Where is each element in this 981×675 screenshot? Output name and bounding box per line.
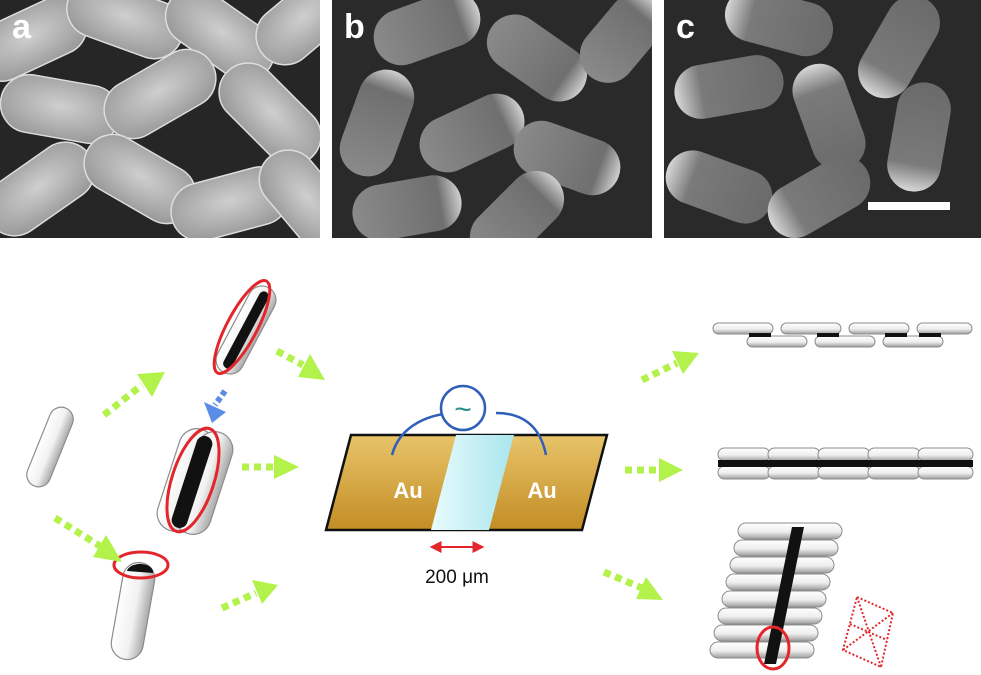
blue-arrow bbox=[204, 389, 228, 423]
highlight-ellipse bbox=[165, 426, 221, 534]
green-arrows bbox=[53, 347, 699, 612]
electrode-label-right: Au bbox=[527, 478, 556, 503]
highlight-ellipse bbox=[112, 550, 170, 580]
panel-label-c: c bbox=[676, 8, 695, 46]
bare-nanorod bbox=[26, 406, 74, 488]
ladder-stack-assembly bbox=[709, 522, 895, 671]
gap-width-label: 200 μm bbox=[425, 567, 489, 588]
assembly-schematic: ~ Au Au 200 μm bbox=[26, 279, 974, 671]
circuit-wire-right bbox=[495, 411, 548, 456]
highlight-ellipse bbox=[212, 279, 272, 375]
panel-label-b: b bbox=[344, 8, 365, 46]
stripe-coated-nanorod-top bbox=[212, 279, 277, 375]
ac-symbol: ~ bbox=[454, 393, 472, 426]
lattice-outline bbox=[841, 595, 895, 669]
panel-label-a: a bbox=[12, 8, 31, 46]
sem-image-b bbox=[332, 0, 652, 238]
ac-source bbox=[439, 384, 487, 432]
sem-panel-c: c bbox=[664, 0, 981, 238]
face-coated-nanorod bbox=[156, 426, 234, 535]
highlight-ellipse bbox=[755, 625, 791, 671]
sem-image-a bbox=[0, 0, 320, 238]
sem-panel-b: b bbox=[332, 0, 652, 238]
staggered-chain-assembly bbox=[712, 322, 973, 348]
sem-panel-a: a bbox=[0, 0, 320, 238]
linear-chain-assembly bbox=[717, 447, 974, 480]
tip-coated-nanorod bbox=[110, 550, 170, 661]
electrode-device: ~ Au Au 200 μm bbox=[324, 384, 609, 588]
scale-bar bbox=[868, 202, 950, 210]
electrode-label-left: Au bbox=[393, 478, 422, 503]
sem-image-c bbox=[664, 0, 981, 238]
electrode-gap bbox=[431, 435, 514, 530]
